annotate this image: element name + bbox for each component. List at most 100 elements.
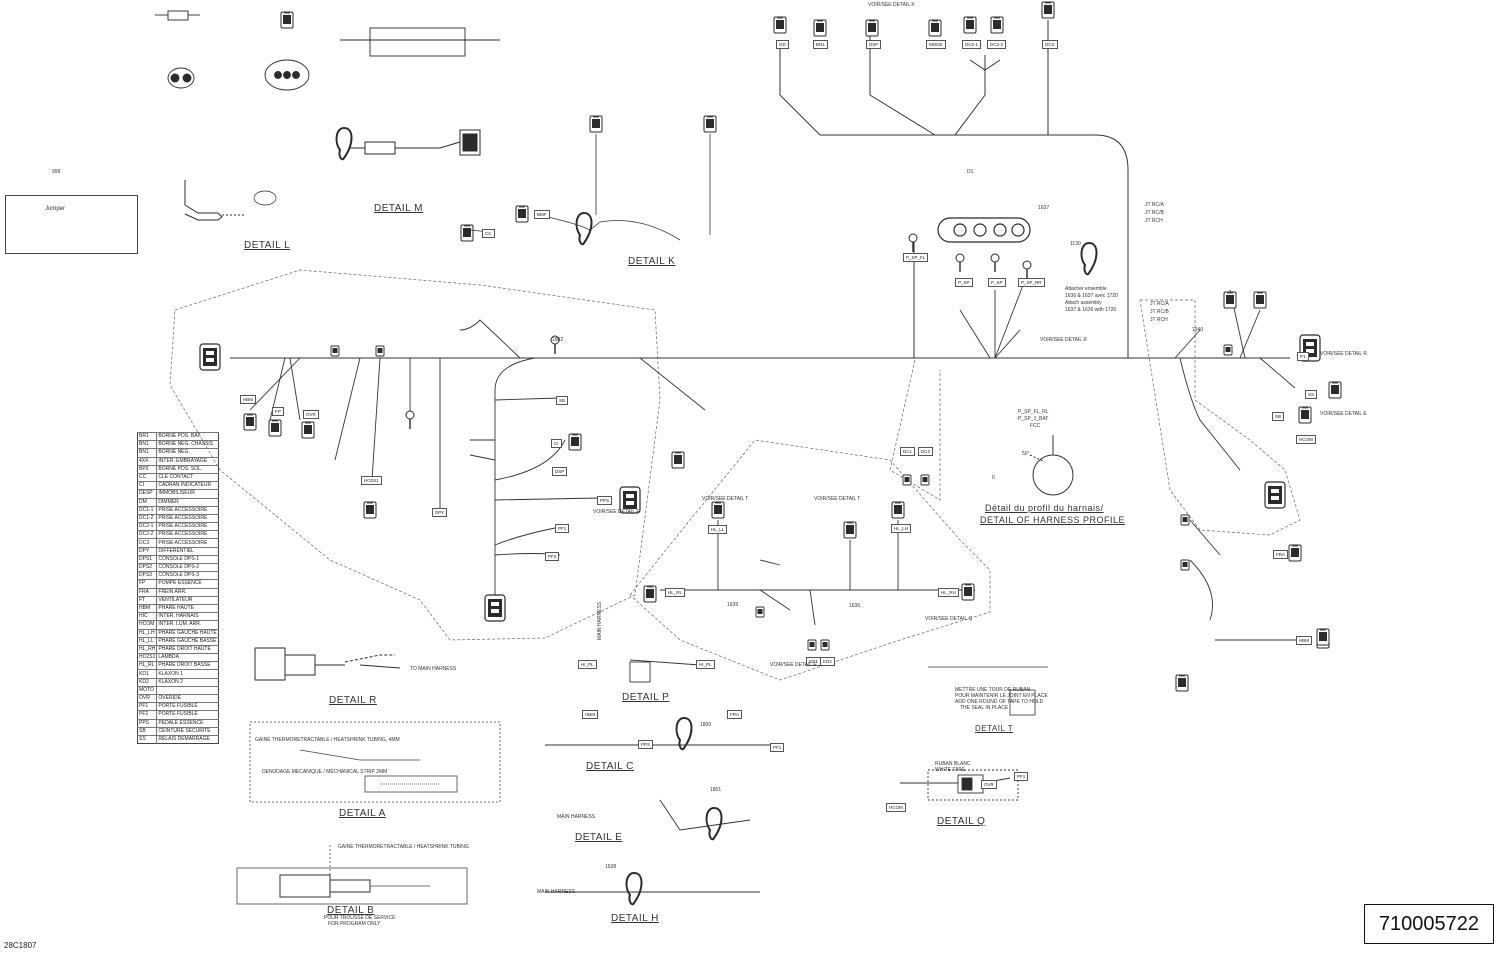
gauge-connector-icon <box>1264 481 1286 509</box>
legend-description: PRISE ACCESSOIRE <box>156 513 219 523</box>
legend-description: PHARE DROIT HAUTE <box>156 644 219 654</box>
legend-code: DPY <box>137 546 158 556</box>
fp3-connector-icon <box>1253 291 1267 309</box>
legend-description: CADRAN INDICATEUR <box>156 481 219 490</box>
n1130-label: 1130 <box>1070 241 1081 247</box>
tag-bn1: BN1 <box>813 40 828 49</box>
legend-code: HIC <box>137 612 158 621</box>
detail-f-ref-note: VOIR/SEE DETAIL F <box>593 509 640 515</box>
tag-p-sp: P_SP <box>955 278 973 287</box>
main-harness-label-p: MAIN HARNESS <box>597 601 603 640</box>
jumper-number: 999 <box>52 169 61 175</box>
tag-bmf: BMF <box>534 210 550 219</box>
legend-description: PEDALE ESSENCE <box>156 718 219 728</box>
detail-b-sub-1: POUR TROUSSE DE SERVICE <box>324 915 396 921</box>
ho2s1-connector-icon <box>363 501 377 519</box>
right-branches <box>959 279 1300 641</box>
detail-b-drawing <box>236 845 468 905</box>
jumper-box <box>5 195 138 254</box>
legend-code: DC1-1 <box>137 505 158 515</box>
legend-description: PHARE HAUTE <box>156 603 219 613</box>
tag-p1: P1 <box>1297 352 1309 361</box>
tag-pf1-q: PF1 <box>1014 772 1029 781</box>
legend-code: HO2S1 <box>137 653 158 662</box>
detail-k-lines <box>469 134 711 241</box>
n1638-label: 1638 <box>605 864 617 870</box>
relay-4-icon <box>755 606 765 618</box>
detail-q-ref-note: VOIR/SEE DETAIL Q <box>925 616 973 622</box>
legend-description: VENTILATEUR <box>156 595 219 605</box>
dc2-1-connector-icon <box>963 16 977 34</box>
jt-rc-a-label-2: JT RC/A <box>1145 202 1164 208</box>
detail-b-note: GAINE THERMORETRACTABLE / HEATSHRINK TUB… <box>338 844 469 850</box>
legend-code: OVR <box>137 693 158 703</box>
attach-note-1: Attacher ensemble <box>1065 286 1107 292</box>
legend-code: HL_LH <box>137 628 158 638</box>
center-area-outline <box>629 439 991 681</box>
attach-note-2: 1636 & 1637 avec 1720 <box>1065 293 1118 299</box>
detail-q-note-2: WHITE TAPE <box>935 767 966 773</box>
legend-code: BR1 <box>137 431 158 441</box>
fp2-connector-icon <box>1223 291 1237 309</box>
detail-r-ref-note: VOIR/SEE DETAIL R <box>1320 351 1367 357</box>
detail-a-note-2: DENUDAGE MECANIQUE / MECHANICAL STRIP 2M… <box>262 769 388 775</box>
mode-connector-icon <box>928 19 942 37</box>
legend-description: INTER. EMBRAYAGE <box>156 456 219 466</box>
detail-l-title: DETAIL L <box>244 240 291 251</box>
legend-code: DPS1 <box>137 554 158 564</box>
relay-3-icon <box>1223 344 1233 356</box>
legend-code: DC3 <box>137 538 158 548</box>
hl-lh-connector-icon <box>891 501 905 519</box>
harness-profile-circle <box>1029 435 1074 496</box>
detail-profile-title-fr: Détail du profil du harnais/ <box>985 503 1104 513</box>
main-harness-trunk <box>230 20 1290 359</box>
ci-connector-icon <box>568 433 582 451</box>
tag-sb: SB <box>1272 412 1285 421</box>
tag-gd: GD <box>776 40 789 49</box>
legend-code: KD1 <box>137 669 158 679</box>
detail-b-sub-2: FOR PROGRAM ONLY <box>328 921 381 927</box>
kd1-connector-icon <box>843 521 857 539</box>
hl-rl-connector-icon <box>643 585 657 603</box>
dcs-connector-icon <box>1041 1 1055 19</box>
hl-rh-connector-icon <box>961 583 975 601</box>
legend-code: HL_LL <box>137 636 158 646</box>
legend-code: CI <box>137 481 158 490</box>
p-sp-ring-icon <box>955 253 965 273</box>
legend-code: BN1 <box>137 440 158 449</box>
legend-description: BORNE POS. BAT. <box>156 431 219 441</box>
tag-pf2: PF2 <box>545 552 560 561</box>
detail-m-harness <box>350 129 481 156</box>
tag-ss: SS <box>1305 390 1318 399</box>
profile-angle-2: P_SP_1_BAT <box>1018 416 1049 422</box>
detail-t-ref-note: VOIR/SEE DETAIL T <box>702 496 749 502</box>
legend-description: LAMBDA <box>156 653 219 662</box>
detail-e-ref-note: VOIR/SEE DETAIL E <box>770 662 817 668</box>
legend-code: BP2 <box>137 464 158 474</box>
legend-code: 4X4 <box>137 456 158 466</box>
tag-pps: PPS <box>597 496 613 505</box>
diode-a-icon <box>1180 514 1190 526</box>
fuse-block <box>937 217 1031 243</box>
tag-hl-lh: HL_LH <box>891 524 912 533</box>
tag-p-sp-fl: P_SP_FL <box>903 253 929 262</box>
gd-connector-icon <box>773 16 787 34</box>
legend-code: HCOM <box>137 620 158 629</box>
jumper-label: Jumper <box>45 206 66 212</box>
profile-degree-a: 50° <box>1022 451 1030 457</box>
legend-code: SS <box>137 734 158 744</box>
tag-hbm-c: HBM <box>582 710 598 719</box>
sb-connector-icon <box>1298 406 1312 424</box>
header-connector-icon <box>280 11 294 29</box>
drawing-reference: 28C1807 <box>4 941 37 950</box>
hbm-connector-icon <box>243 413 257 431</box>
legend-description: POMPE ESSENCE <box>156 579 219 589</box>
legend-description: PRISE ACCESSOIRE <box>156 530 219 539</box>
main-harness-label-e: MAIN HARNESS <box>557 814 596 820</box>
